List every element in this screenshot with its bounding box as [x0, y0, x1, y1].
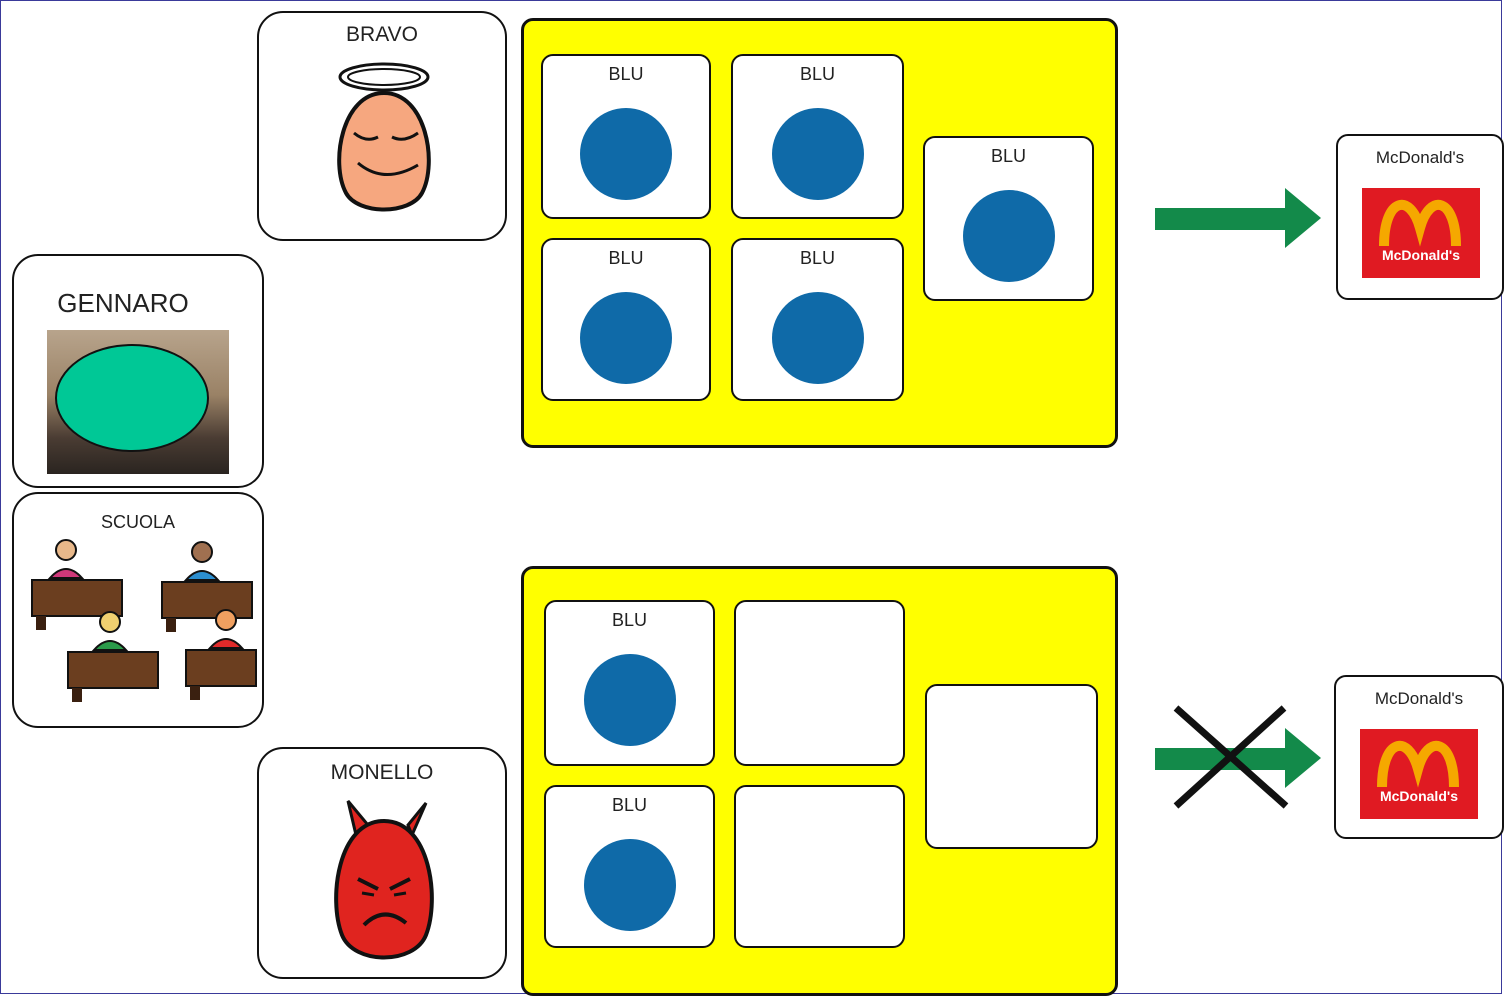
- person-name: GENNARO: [57, 288, 189, 318]
- halo-face-icon: [337, 62, 431, 212]
- reward-card[interactable]: McDonald's McDonald's: [1334, 675, 1504, 839]
- bad-behavior-card[interactable]: MONELLO: [257, 747, 507, 979]
- token-slot-filled[interactable]: BLU: [541, 238, 711, 401]
- cross-icon: [1173, 705, 1289, 809]
- mcdonalds-logo-icon: McDonald's: [1360, 729, 1478, 819]
- bad-behavior-label: MONELLO: [330, 761, 434, 784]
- place-card[interactable]: SCUOLA: [12, 492, 264, 728]
- blue-dot-icon: [962, 190, 1055, 282]
- token-slot-filled[interactable]: BLU: [731, 238, 904, 401]
- blue-dot-icon: [583, 839, 676, 931]
- blue-dot-icon: [771, 108, 864, 200]
- token-slot-filled[interactable]: BLU: [923, 136, 1094, 301]
- token-label: BLU: [990, 146, 1026, 166]
- reward-card[interactable]: McDonald's McDonald's: [1336, 134, 1504, 300]
- token-slot-empty[interactable]: [734, 600, 905, 766]
- place-label: SCUOLA: [100, 512, 176, 532]
- arrow-right-icon: [1155, 188, 1321, 248]
- token-label: BLU: [611, 610, 647, 630]
- blue-dot-icon: [771, 292, 864, 384]
- good-behavior-label: BRAVO: [346, 23, 418, 46]
- blue-dot-icon: [580, 292, 672, 384]
- token-slot-filled[interactable]: BLU: [544, 600, 715, 766]
- token-label: BLU: [608, 64, 644, 84]
- person-photo: [47, 330, 229, 474]
- token-slot-empty[interactable]: [734, 785, 905, 948]
- token-label: BLU: [611, 795, 647, 815]
- blue-dot-icon: [580, 108, 672, 200]
- person-card[interactable]: GENNARO: [12, 254, 264, 488]
- token-label: BLU: [799, 248, 835, 268]
- token-slot-filled[interactable]: BLU: [544, 785, 715, 948]
- token-slot-filled[interactable]: BLU: [541, 54, 711, 219]
- mcdonalds-logo-icon: McDonald's: [1362, 188, 1480, 278]
- logo-text: McDonald's: [1380, 788, 1458, 804]
- classroom-icon: [31, 539, 257, 702]
- token-board-partial: BLU BLU: [521, 566, 1118, 996]
- devil-face-icon: [334, 800, 434, 960]
- arrow-right-icon: [1155, 728, 1321, 788]
- logo-text: McDonald's: [1382, 247, 1460, 263]
- token-label: BLU: [608, 248, 644, 268]
- blue-dot-icon: [583, 654, 676, 746]
- reward-label: McDonald's: [1375, 148, 1465, 167]
- token-label: BLU: [799, 64, 835, 84]
- reward-label: McDonald's: [1374, 689, 1464, 708]
- good-behavior-card[interactable]: BRAVO: [257, 11, 507, 241]
- token-board-full: BLU BLU BLU BLU BLU: [521, 18, 1118, 448]
- face-mask: [55, 344, 209, 452]
- token-slot-empty[interactable]: [925, 684, 1098, 849]
- token-slot-filled[interactable]: BLU: [731, 54, 904, 219]
